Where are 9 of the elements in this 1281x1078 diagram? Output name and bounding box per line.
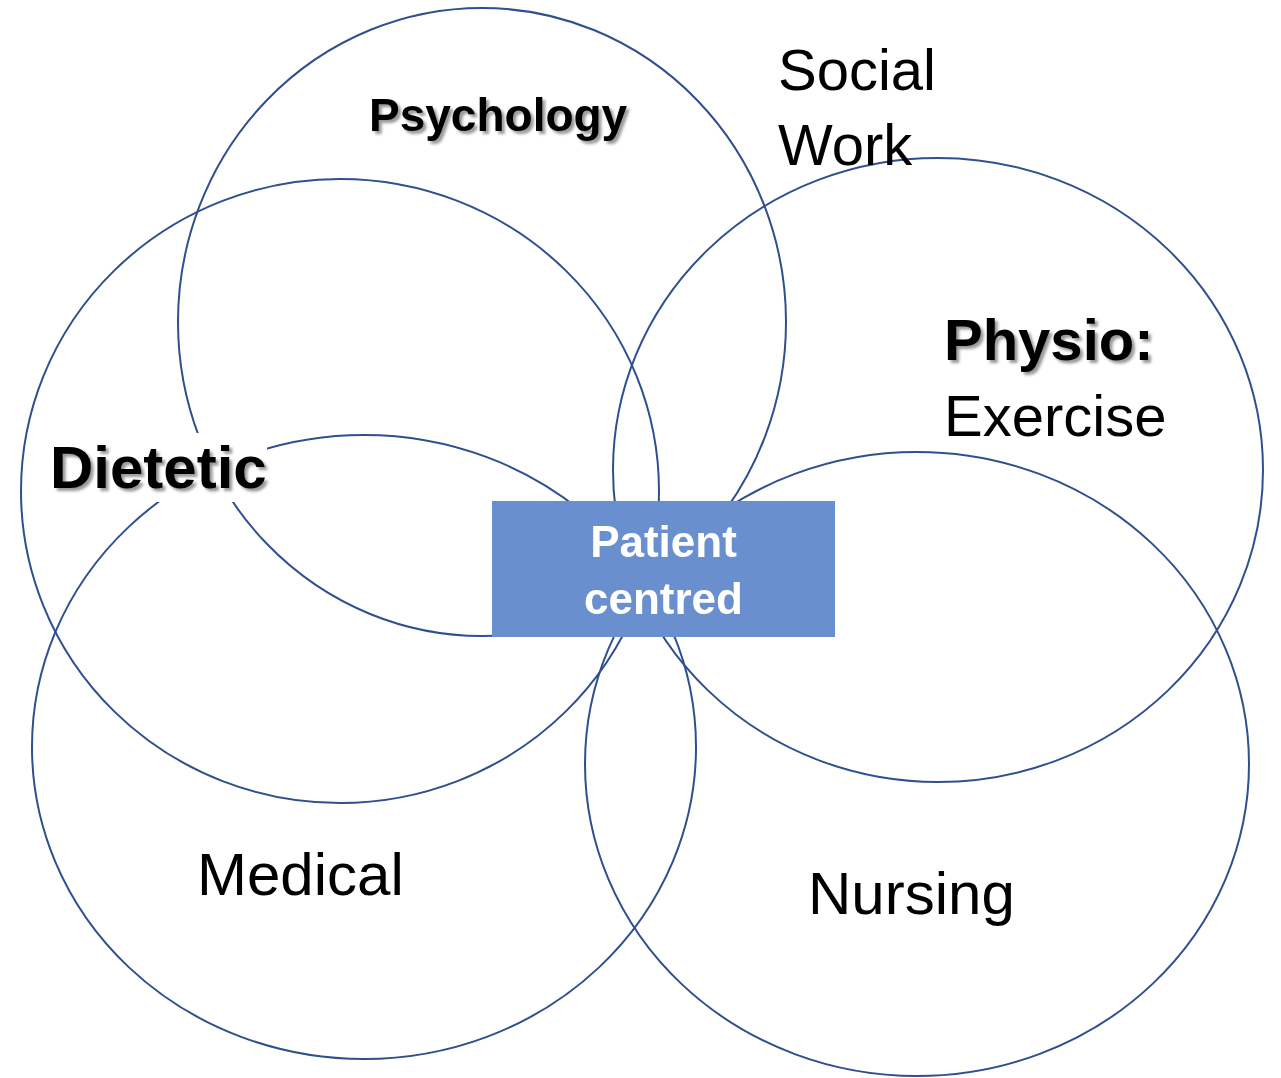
circle-label: Medical <box>197 840 404 909</box>
box-label: Patient centred <box>583 516 744 626</box>
circle-label: Psychology <box>369 89 628 142</box>
circle-label: Exercise <box>944 383 1167 450</box>
label-text: Social Work <box>778 36 937 180</box>
center-box <box>492 501 835 637</box>
venn-circle <box>584 451 1250 1077</box>
circle-label: Physio: <box>944 307 1154 374</box>
circle-label: Nursing <box>808 859 1015 928</box>
